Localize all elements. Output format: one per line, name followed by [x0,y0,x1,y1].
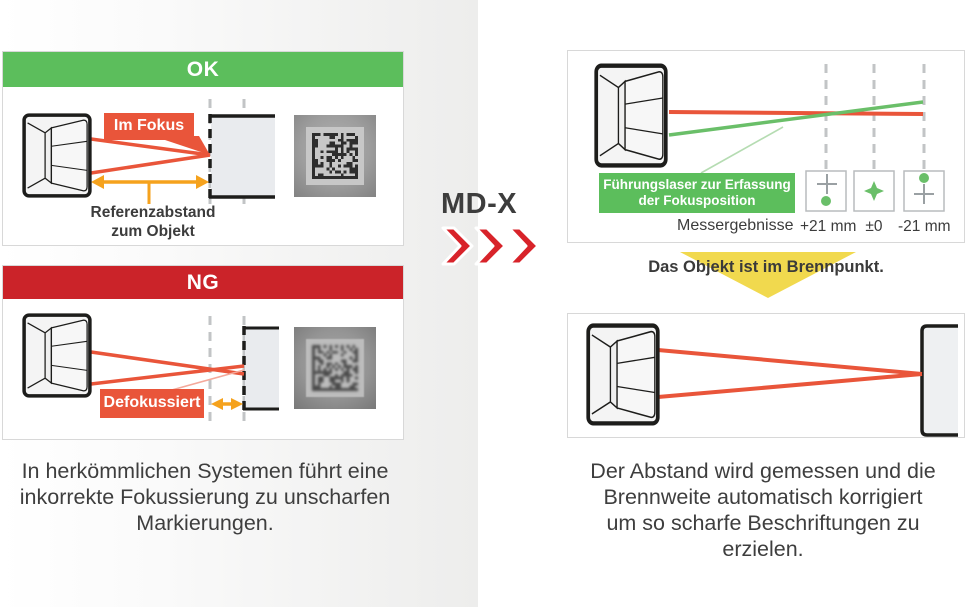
result-value-plus21: +21 mm [800,218,857,235]
down-arrow-banner-icon [680,252,856,298]
guide-laser-label: Führungslaser zur Erfassung der Fokuspos… [599,173,795,213]
laser-beam-upper [657,348,923,376]
laser-beam-lower [657,372,923,399]
arrowhead-right [196,175,209,189]
product-name: MD-X [441,188,518,220]
left-caption: In herkömmlichen Systemen führt eine ink… [0,458,410,536]
measurement-diagram [668,64,945,212]
datamatrix-code-sharp [312,133,358,179]
ng-beam-diagram [90,316,279,426]
laser-marker-head-illustration [22,313,92,398]
reference-distance-line2: zum Objekt [111,223,195,240]
datamatrix-code-blurry [312,345,358,391]
left-caption-line2: inkorrekte Fokussierung zu unscharfen [19,485,391,509]
focus-result-icon-zero [853,170,895,212]
arrowhead-left [211,398,223,410]
target-object [920,324,958,437]
result-value-zero: ±0 [865,218,883,235]
ok-panel: OK Im Fokus Referenzabstand [2,51,404,246]
right-caption-line3: um so scharfe Beschriftungen zu [606,511,920,535]
ng-panel: NG Defokussiert [2,265,404,440]
focus-result-icon-minus21 [903,170,945,212]
corrected-focus-panel [567,313,965,438]
guide-laser-callout-line [700,126,784,174]
blurry-datamatrix-photo [294,327,376,409]
right-caption-line4: erzielen. [722,537,804,561]
arrowhead-right [231,398,243,410]
laser-beam-upper [90,137,211,157]
in-focus-label: Im Fokus [104,113,194,140]
laser-marker-head-illustration [594,63,668,168]
ng-panel-header: NG [3,266,403,299]
marking-laser-beam [668,110,924,116]
result-value-minus21: -21 mm [898,218,951,235]
laser-beam-lower [90,153,211,175]
reference-distance-line1: Referenzabstand [90,204,216,221]
triple-chevron-right-icon [441,226,540,266]
guide-laser-label-line2: der Fokusposition [638,193,756,208]
laser-marker-head-illustration [586,323,660,426]
left-caption-line3: Markierungen. [136,511,274,535]
right-caption: Der Abstand wird gemessen und die Brennw… [558,458,968,562]
right-caption-line1: Der Abstand wird gemessen und die [590,459,936,483]
right-caption-line2: Brennweite automatisch korrigiert [603,485,923,509]
target-object [211,116,275,197]
target-object [245,328,279,409]
reference-distance-caption: Referenzabstand zum Objekt [43,203,263,241]
left-caption-line1: In herkömmlichen Systemen führt eine [21,459,389,483]
corrected-beam-diagram [657,324,958,437]
arrowhead-left [91,175,104,189]
focus-result-icon-plus21 [805,170,847,212]
banner-text: Das Objekt ist im Brennpunkt. [648,258,884,276]
results-caption: Messergebnisse [677,217,794,234]
laser-beam-lower [90,364,245,386]
guide-laser-beam [668,100,924,137]
laser-beam-upper [90,350,245,376]
measurement-panel: Führungslaser zur Erfassung der Fokuspos… [567,50,965,243]
defocused-label: Defokussiert [100,389,204,418]
focus-label-pointer [153,136,210,155]
sharp-datamatrix-photo [294,115,376,197]
ok-beam-diagram [90,99,275,210]
ok-panel-header: OK [3,52,403,87]
laser-marker-head-illustration [22,113,92,198]
guide-laser-label-line1: Führungslaser zur Erfassung [603,177,791,193]
